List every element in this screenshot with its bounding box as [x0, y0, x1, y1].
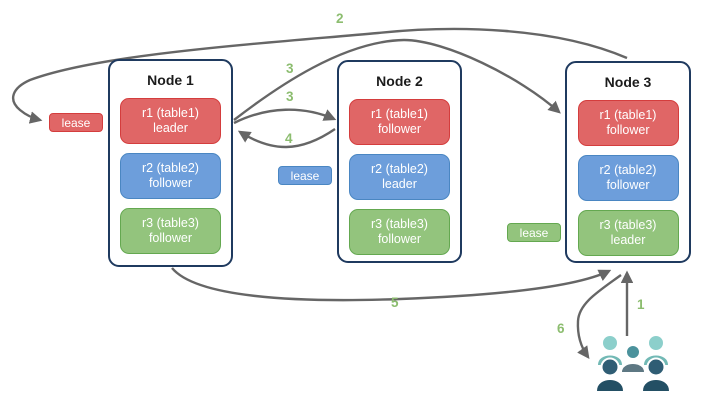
node-2-title: Node 2	[376, 73, 423, 89]
node-3-ranges: r1 (table1) follower r2 (table2) followe…	[577, 100, 679, 256]
node-2-range-r1: r1 (table1) follower	[349, 99, 450, 145]
node-1-box: Node 1 r1 (table1) leader r2 (table2) fo…	[108, 59, 233, 267]
node-3-range-r1: r1 (table1) follower	[577, 100, 679, 146]
node-1-range-r2: r2 (table2) follower	[120, 153, 221, 199]
user-middle	[620, 344, 646, 374]
range-label: r2 (table2)	[599, 162, 657, 177]
node-3-range-r3: r3 (table3) leader	[577, 210, 679, 256]
node-1-range-r3: r3 (table3) follower	[120, 208, 221, 254]
node-3-range-r2: r2 (table2) follower	[577, 155, 679, 201]
step-label-2: 2	[336, 11, 344, 26]
range-label: r3 (table3)	[599, 217, 657, 232]
node-3-title: Node 3	[604, 74, 652, 90]
node-2-ranges: r1 (table1) follower r2 (table2) leader …	[349, 99, 450, 255]
node-2-range-r2: r2 (table2) leader	[349, 154, 450, 200]
node-2-range-r3: r3 (table3) follower	[349, 209, 450, 255]
step-label-4: 4	[285, 131, 293, 146]
lease-badge-blue: lease	[278, 166, 332, 185]
range-label: r1 (table1)	[142, 105, 199, 120]
node-2-box: Node 2 r1 (table1) follower r2 (table2) …	[337, 60, 462, 263]
node-1-title: Node 1	[147, 72, 194, 88]
step-label-3b: 3	[286, 89, 294, 104]
user-front-left	[595, 357, 625, 393]
range-label: r2 (table2)	[142, 160, 199, 175]
user-front-right	[641, 357, 671, 393]
step-label-5: 5	[391, 295, 399, 310]
arrow-step2-path	[11, 27, 628, 124]
lease-badge-green: lease	[507, 223, 561, 242]
node-1-ranges: r1 (table1) leader r2 (table2) follower …	[120, 98, 221, 254]
node-3-box: Node 3 r1 (table1) follower r2 (table2) …	[565, 61, 691, 263]
range-label: r3 (table3)	[371, 216, 428, 231]
users-icon	[595, 334, 671, 393]
range-label: r1 (table1)	[371, 106, 428, 121]
range-role: follower	[148, 176, 193, 190]
range-role: leader	[610, 233, 646, 247]
step-label-1: 1	[637, 297, 645, 312]
range-label: r2 (table2)	[371, 161, 428, 176]
step-label-3a: 3	[286, 61, 294, 76]
range-label: r3 (table3)	[142, 215, 199, 230]
range-role: follower	[606, 178, 650, 192]
step-label-6: 6	[557, 321, 565, 336]
range-role: follower	[606, 123, 650, 137]
lease-badge-red: lease	[49, 113, 103, 132]
range-role: follower	[377, 122, 422, 136]
arrow-step3-short-path	[233, 108, 337, 125]
range-role: follower	[377, 232, 422, 246]
range-role: leader	[382, 177, 417, 191]
node-1-range-r1: r1 (table1) leader	[120, 98, 221, 144]
range-role: leader	[153, 121, 188, 135]
range-role: follower	[148, 231, 193, 245]
range-label: r1 (table1)	[599, 107, 657, 122]
